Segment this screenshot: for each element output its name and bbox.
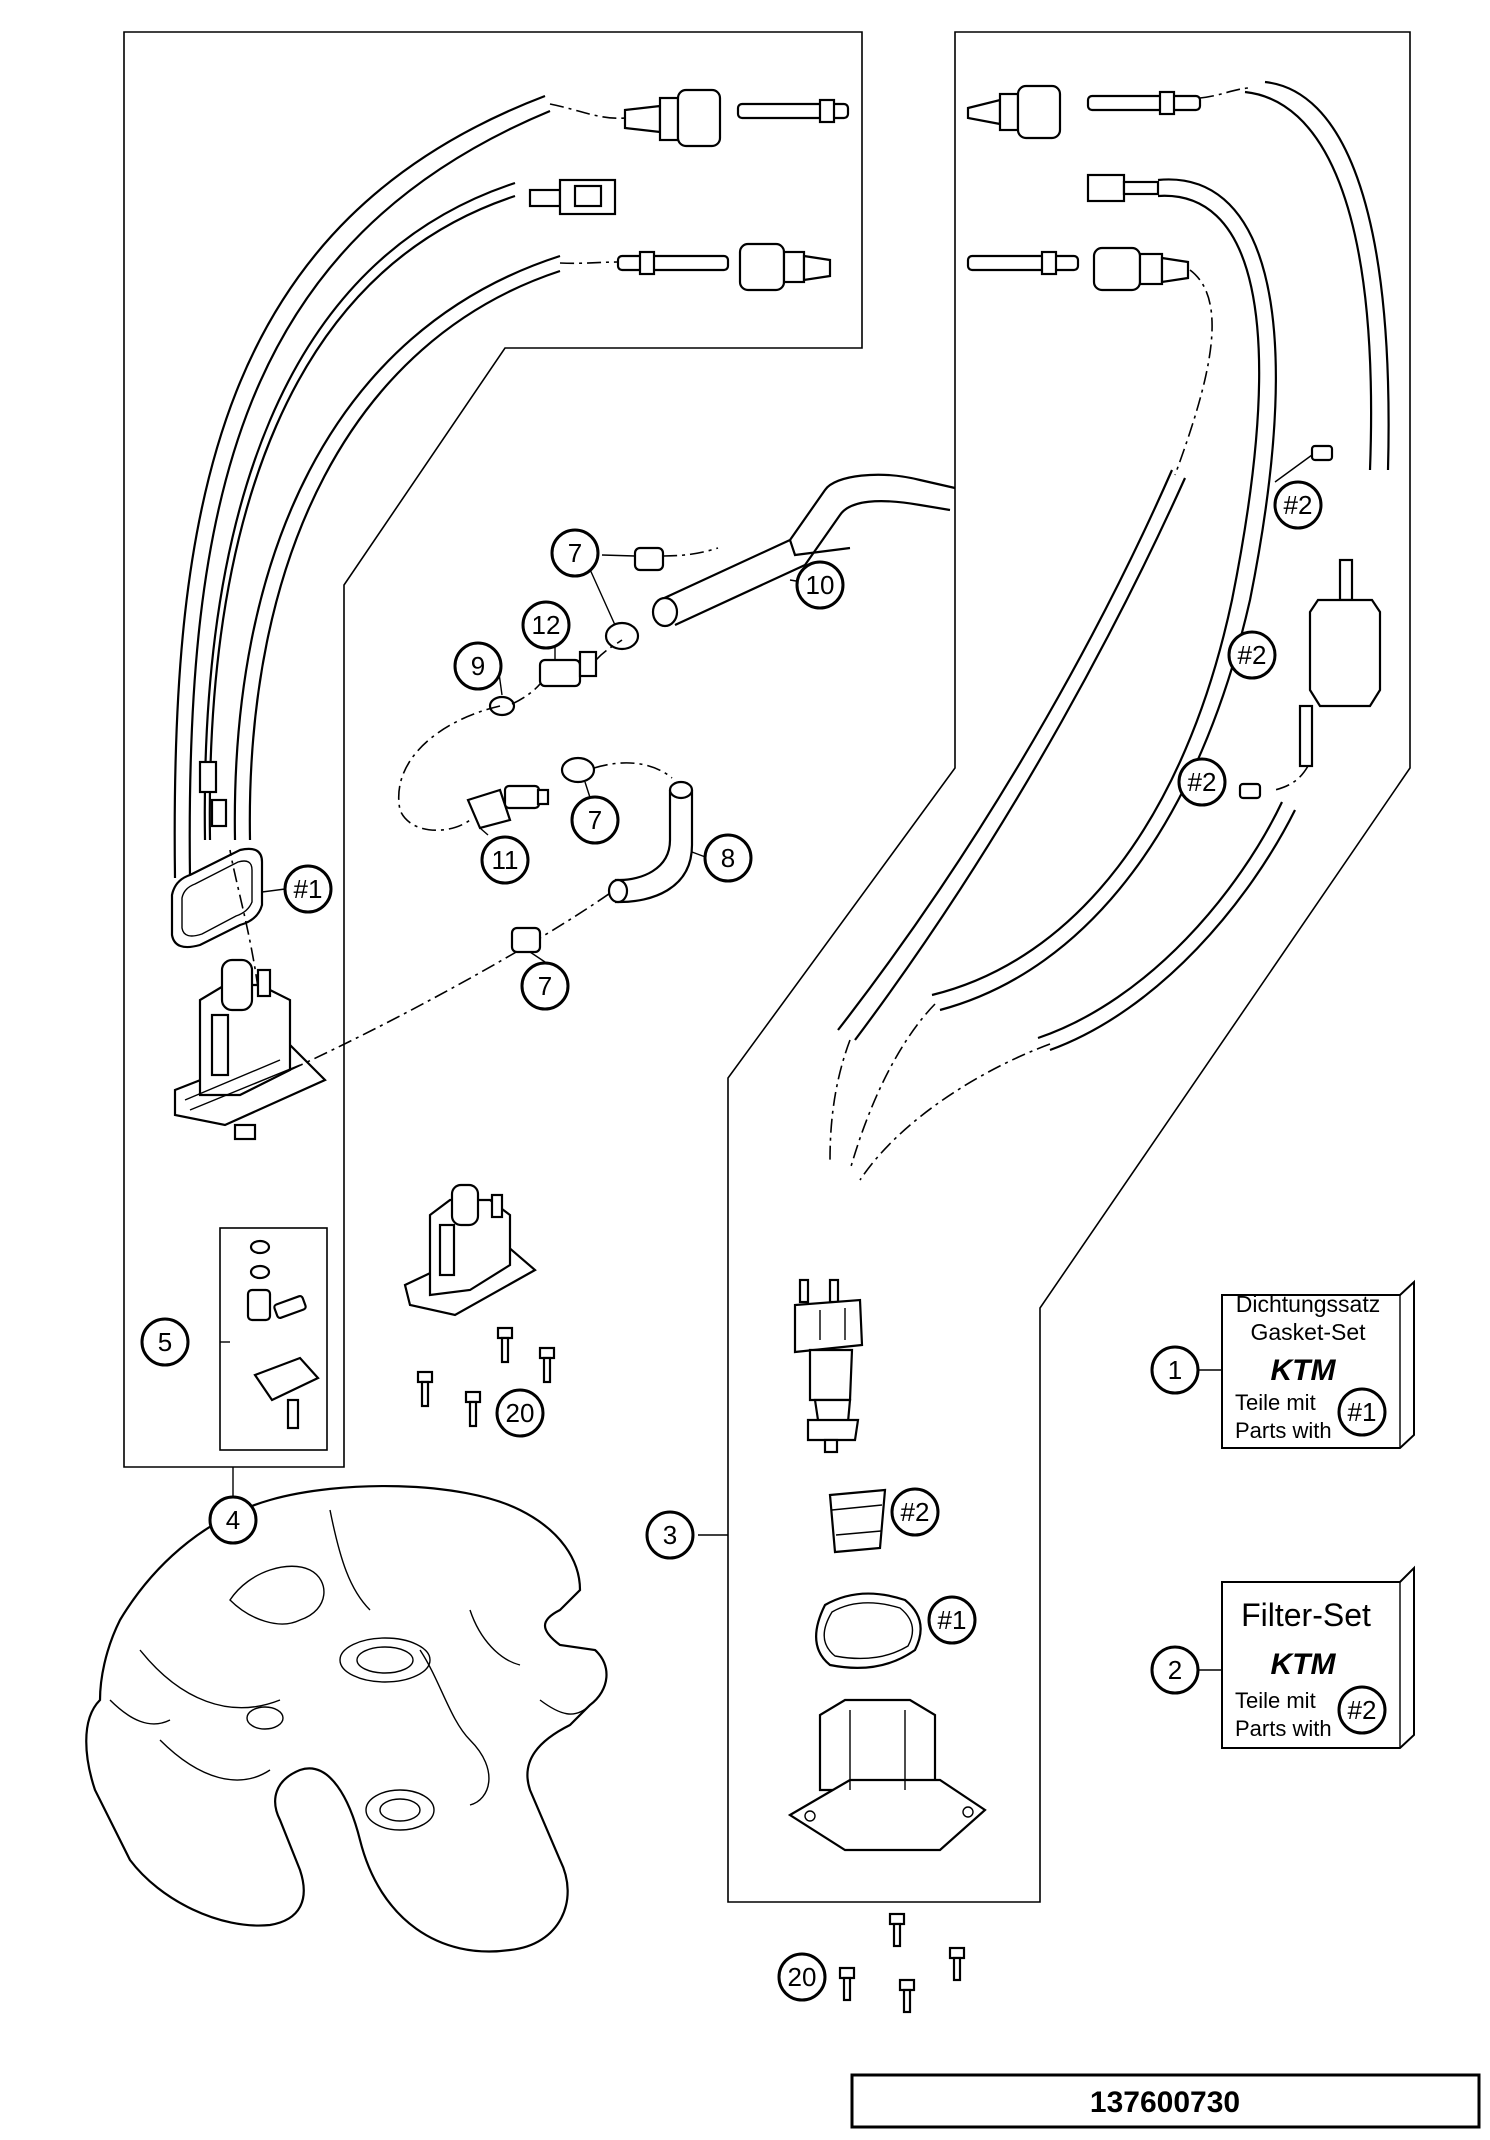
frame-left-assembly (123, 31, 863, 1468)
callout-hash1-right: #1 (927, 1595, 977, 1645)
left-connectors (198, 88, 850, 828)
filter-set-box: Filter-Set KTM Teile mit Parts with #2 (1221, 1565, 1415, 1749)
svg-text:#1: #1 (938, 1605, 967, 1635)
filter-set-ref: #2 (1348, 1695, 1377, 1725)
callout-hash2-filter: #2 (1227, 630, 1277, 680)
svg-text:12: 12 (532, 610, 561, 640)
right-hoses (829, 80, 1390, 1181)
gasket-set-parts-de: Teile mit (1235, 1390, 1316, 1415)
callout-1: 1 (1150, 1345, 1200, 1395)
kit-5-parts (246, 1239, 320, 1430)
callout-hash1-left: #1 (283, 864, 333, 914)
filter-set-parts-de: Teile mit (1235, 1688, 1316, 1713)
fuel-filter (1238, 444, 1382, 800)
gasket-set-title-de: Dichtungssatz (1236, 1291, 1380, 1317)
svg-text:20: 20 (788, 1962, 817, 1992)
filter-set-parts-en: Parts with (1235, 1716, 1332, 1741)
svg-text:7: 7 (588, 805, 602, 835)
frame-right-assembly (727, 31, 1411, 1903)
callout-2: 2 (1150, 1645, 1200, 1695)
leader-lines (220, 454, 1313, 1671)
svg-text:11: 11 (492, 845, 519, 875)
svg-text:#2: #2 (1284, 490, 1313, 520)
callout-8: 8 (703, 833, 753, 883)
callout-9: 9 (453, 641, 503, 691)
fuel-tank (85, 1484, 608, 1953)
middle-parts (397, 473, 956, 954)
document-number: 137600730 (1090, 2086, 1240, 2119)
document-number-box: 137600730 (850, 2073, 1481, 2129)
callout-7-top: 7 (550, 528, 600, 578)
callout-7-bottom: 7 (520, 961, 570, 1011)
svg-text:7: 7 (538, 971, 552, 1001)
svg-text:#2: #2 (1188, 767, 1217, 797)
svg-text:#2: #2 (901, 1497, 930, 1527)
bolts-middle (416, 1326, 556, 1428)
gasket-set-box: Dichtungssatz Gasket-Set KTM Teile mit P… (1221, 1279, 1415, 1449)
svg-text:7: 7 (568, 538, 582, 568)
filter-set-title: Filter-Set (1241, 1597, 1371, 1633)
callout-5: 5 (140, 1317, 190, 1367)
svg-text:4: 4 (226, 1505, 240, 1535)
svg-text:#1: #1 (294, 874, 323, 904)
ktm-logo-2: KTM (1271, 1648, 1337, 1681)
bolts-bottom (838, 1912, 966, 2014)
svg-text:3: 3 (663, 1520, 677, 1550)
right-connectors (966, 84, 1202, 292)
ktm-logo: KTM (1271, 1354, 1337, 1387)
svg-text:1: 1 (1168, 1355, 1182, 1385)
frame-kit-5 (219, 1227, 328, 1451)
callout-7-middle: 7 (570, 795, 620, 845)
callout-12: 12 (521, 600, 571, 650)
pre-filter (828, 1488, 887, 1554)
left-hoses (173, 94, 626, 879)
fuel-pump-spare (403, 1183, 537, 1317)
gasket-left (170, 847, 264, 949)
callout-4: 4 (208, 1495, 258, 1545)
svg-text:#2: #2 (1238, 640, 1267, 670)
callout-3: 3 (645, 1510, 695, 1560)
gasket-right (815, 1592, 922, 1669)
callout-hash2-lower: #2 (1177, 757, 1227, 807)
callout-hash2-prefilter: #2 (890, 1487, 940, 1537)
svg-text:8: 8 (721, 843, 735, 873)
svg-text:20: 20 (506, 1398, 535, 1428)
gasket-set-parts-en: Parts with (1235, 1418, 1332, 1443)
callout-20-bottom: 20 (777, 1952, 827, 2002)
svg-text:9: 9 (471, 651, 485, 681)
callout-hash2-top: #2 (1273, 480, 1323, 530)
gasket-set-title-en: Gasket-Set (1250, 1319, 1366, 1345)
callout-20-middle: 20 (495, 1388, 545, 1438)
svg-text:5: 5 (158, 1327, 172, 1357)
fuel-pump-flange (787, 1698, 987, 1852)
callout-10: 10 (795, 560, 845, 610)
fuel-pump-left (173, 958, 327, 1141)
svg-text:2: 2 (1168, 1655, 1182, 1685)
callout-11: 11 (480, 835, 530, 885)
svg-text:10: 10 (806, 570, 835, 600)
fuel-pump-right (793, 1278, 864, 1454)
gasket-set-ref: #1 (1348, 1397, 1377, 1427)
